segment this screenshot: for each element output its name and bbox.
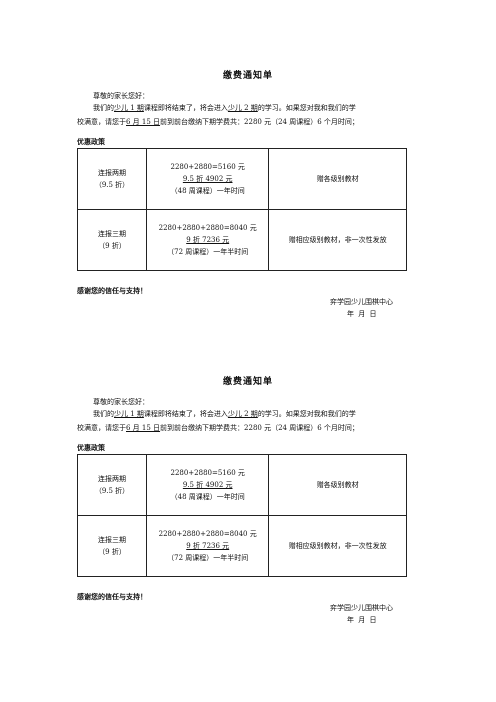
body-text-segment: 前到前台缴纳下期学费共：2280 元（24 周课程）6 个月时间； xyxy=(160,424,359,432)
current-term: 少儿 1 期 xyxy=(114,104,144,112)
body-text-segment: 校满意，请您于 xyxy=(77,424,126,432)
body-text-segment: 的学习。如果您对我和我们的学 xyxy=(257,104,356,112)
thanks-text: 感谢您的信任与支持！ xyxy=(77,286,147,295)
organization-name: 弈学园少儿围棋中心 xyxy=(330,604,393,612)
body-line-2: 校满意，请您于6 月 15 日前到前台缴纳下期学费共：2280 元（24 周课程… xyxy=(77,421,427,435)
price-sum: 2280+2880=5160 元 xyxy=(170,469,245,477)
date-line: 年 月 日 xyxy=(347,616,378,624)
table-row: 连报两期 （9.5 折） 2280+2880=5160 元 9.5 折 4902… xyxy=(76,148,407,210)
body-line-2: 校满意，请您于6 月 15 日前到前台缴纳下期学费共：2280 元（24 周课程… xyxy=(77,115,427,129)
payment-notice-2: 缴费通知单 尊敬的家长您好： 我们的少儿 1 期课程即将结束了，将会进入少儿 2… xyxy=(0,306,496,657)
price-sum: 2280+2880+2880=8040 元 xyxy=(158,224,257,232)
discounted-price: 9 折 7236 元 xyxy=(186,542,230,550)
plan-type-cell: 连报两期 （9.5 折） xyxy=(76,148,148,210)
table-row: 连报两期 （9.5 折） 2280+2880=5160 元 9.5 折 4902… xyxy=(76,454,407,516)
price-sum: 2280+2880+2880=8040 元 xyxy=(158,530,257,538)
organization-name: 弈学园少儿围棋中心 xyxy=(330,298,393,306)
plan-name: 连报三期 xyxy=(98,230,126,238)
plan-price-cell: 2280+2880=5160 元 9.5 折 4902 元 （48 周课程）一年… xyxy=(146,454,270,516)
body-text-segment: 课程即将结束了，将会进入 xyxy=(143,410,228,418)
discounted-price: 9.5 折 4902 元 xyxy=(182,481,233,489)
body-text-segment: 前到前台缴纳下期学费共：2280 元（24 周课程）6 个月时间； xyxy=(160,118,359,126)
body-text-segment: 我们的 xyxy=(93,410,114,418)
due-date: 6 月 15 日 xyxy=(126,424,161,432)
discounted-price: 9.5 折 4902 元 xyxy=(182,175,233,183)
plan-price-cell: 2280+2880+2880=8040 元 9 折 7236 元 （72 周课程… xyxy=(146,515,270,577)
next-term: 少儿 2 期 xyxy=(227,104,258,112)
discount-table: 连报两期 （9.5 折） 2280+2880=5160 元 9.5 折 4902… xyxy=(76,148,407,271)
price-sum: 2280+2880=5160 元 xyxy=(170,163,245,171)
plan-name: 连报三期 xyxy=(98,536,126,544)
date-line: 年 月 日 xyxy=(347,310,378,318)
plan-gift-cell: 赠相应级别教材，非一次性发放 xyxy=(268,209,407,271)
current-term: 少儿 1 期 xyxy=(114,410,144,418)
table-row: 连报三期 （9 折） 2280+2880+2880=8040 元 9 折 723… xyxy=(76,209,407,271)
policy-label: 优惠政策 xyxy=(77,443,105,452)
plan-name: 连报两期 xyxy=(98,169,126,177)
plan-discount: （9 折） xyxy=(98,242,126,250)
policy-label: 优惠政策 xyxy=(77,137,105,146)
payment-notice-1: 缴费通知单 尊敬的家长您好： 我们的少儿 1 期课程即将结束了，将会进入少儿 2… xyxy=(76,71,427,318)
greeting: 尊敬的家长您好： xyxy=(93,398,149,406)
notice-body: 我们的少儿 1 期课程即将结束了，将会进入少儿 2 期的学习。如果您对我和我们的… xyxy=(77,407,427,435)
body-text-segment: 的学习。如果您对我和我们的学 xyxy=(257,410,356,418)
course-duration: （48 周课程）一年时间 xyxy=(170,187,245,195)
greeting: 尊敬的家长您好： xyxy=(93,92,149,100)
course-duration: （72 周课程）一年半时间 xyxy=(167,248,249,256)
plan-gift-cell: 赠各级别教材 xyxy=(268,148,407,210)
plan-name: 连报两期 xyxy=(98,475,126,483)
plan-price-cell: 2280+2880=5160 元 9.5 折 4902 元 （48 周课程）一年… xyxy=(146,148,270,210)
plan-discount: （9.5 折） xyxy=(94,487,130,495)
notice-title: 缴费通知单 xyxy=(222,71,273,81)
plan-gift-cell: 赠相应级别教材，非一次性发放 xyxy=(268,515,407,577)
table-row: 连报三期 （9 折） 2280+2880+2880=8040 元 9 折 723… xyxy=(76,515,407,577)
notice-title: 缴费通知单 xyxy=(222,377,273,387)
notice-body: 我们的少儿 1 期课程即将结束了，将会进入少儿 2 期的学习。如果您对我和我们的… xyxy=(77,101,427,129)
body-text-segment: 课程即将结束了，将会进入 xyxy=(143,104,228,112)
discounted-price: 9 折 7236 元 xyxy=(186,236,230,244)
plan-type-cell: 连报三期 （9 折） xyxy=(76,209,148,271)
plan-type-cell: 连报三期 （9 折） xyxy=(76,515,148,577)
course-duration: （48 周课程）一年时间 xyxy=(170,493,245,501)
plan-gift-cell: 赠各级别教材 xyxy=(268,454,407,516)
plan-discount: （9 折） xyxy=(98,548,126,556)
body-line-1: 我们的少儿 1 期课程即将结束了，将会进入少儿 2 期的学习。如果您对我和我们的… xyxy=(77,101,427,115)
plan-discount: （9.5 折） xyxy=(94,181,130,189)
next-term: 少儿 2 期 xyxy=(227,410,258,418)
thanks-text: 感谢您的信任与支持！ xyxy=(77,592,147,601)
course-duration: （72 周课程）一年半时间 xyxy=(167,554,249,562)
plan-price-cell: 2280+2880+2880=8040 元 9 折 7236 元 （72 周课程… xyxy=(146,209,270,271)
body-line-1: 我们的少儿 1 期课程即将结束了，将会进入少儿 2 期的学习。如果您对我和我们的… xyxy=(77,407,427,421)
plan-type-cell: 连报两期 （9.5 折） xyxy=(76,454,148,516)
body-text-segment: 校满意，请您于 xyxy=(77,118,126,126)
body-text-segment: 我们的 xyxy=(93,104,114,112)
due-date: 6 月 15 日 xyxy=(126,118,161,126)
discount-table: 连报两期 （9.5 折） 2280+2880=5160 元 9.5 折 4902… xyxy=(76,454,407,577)
